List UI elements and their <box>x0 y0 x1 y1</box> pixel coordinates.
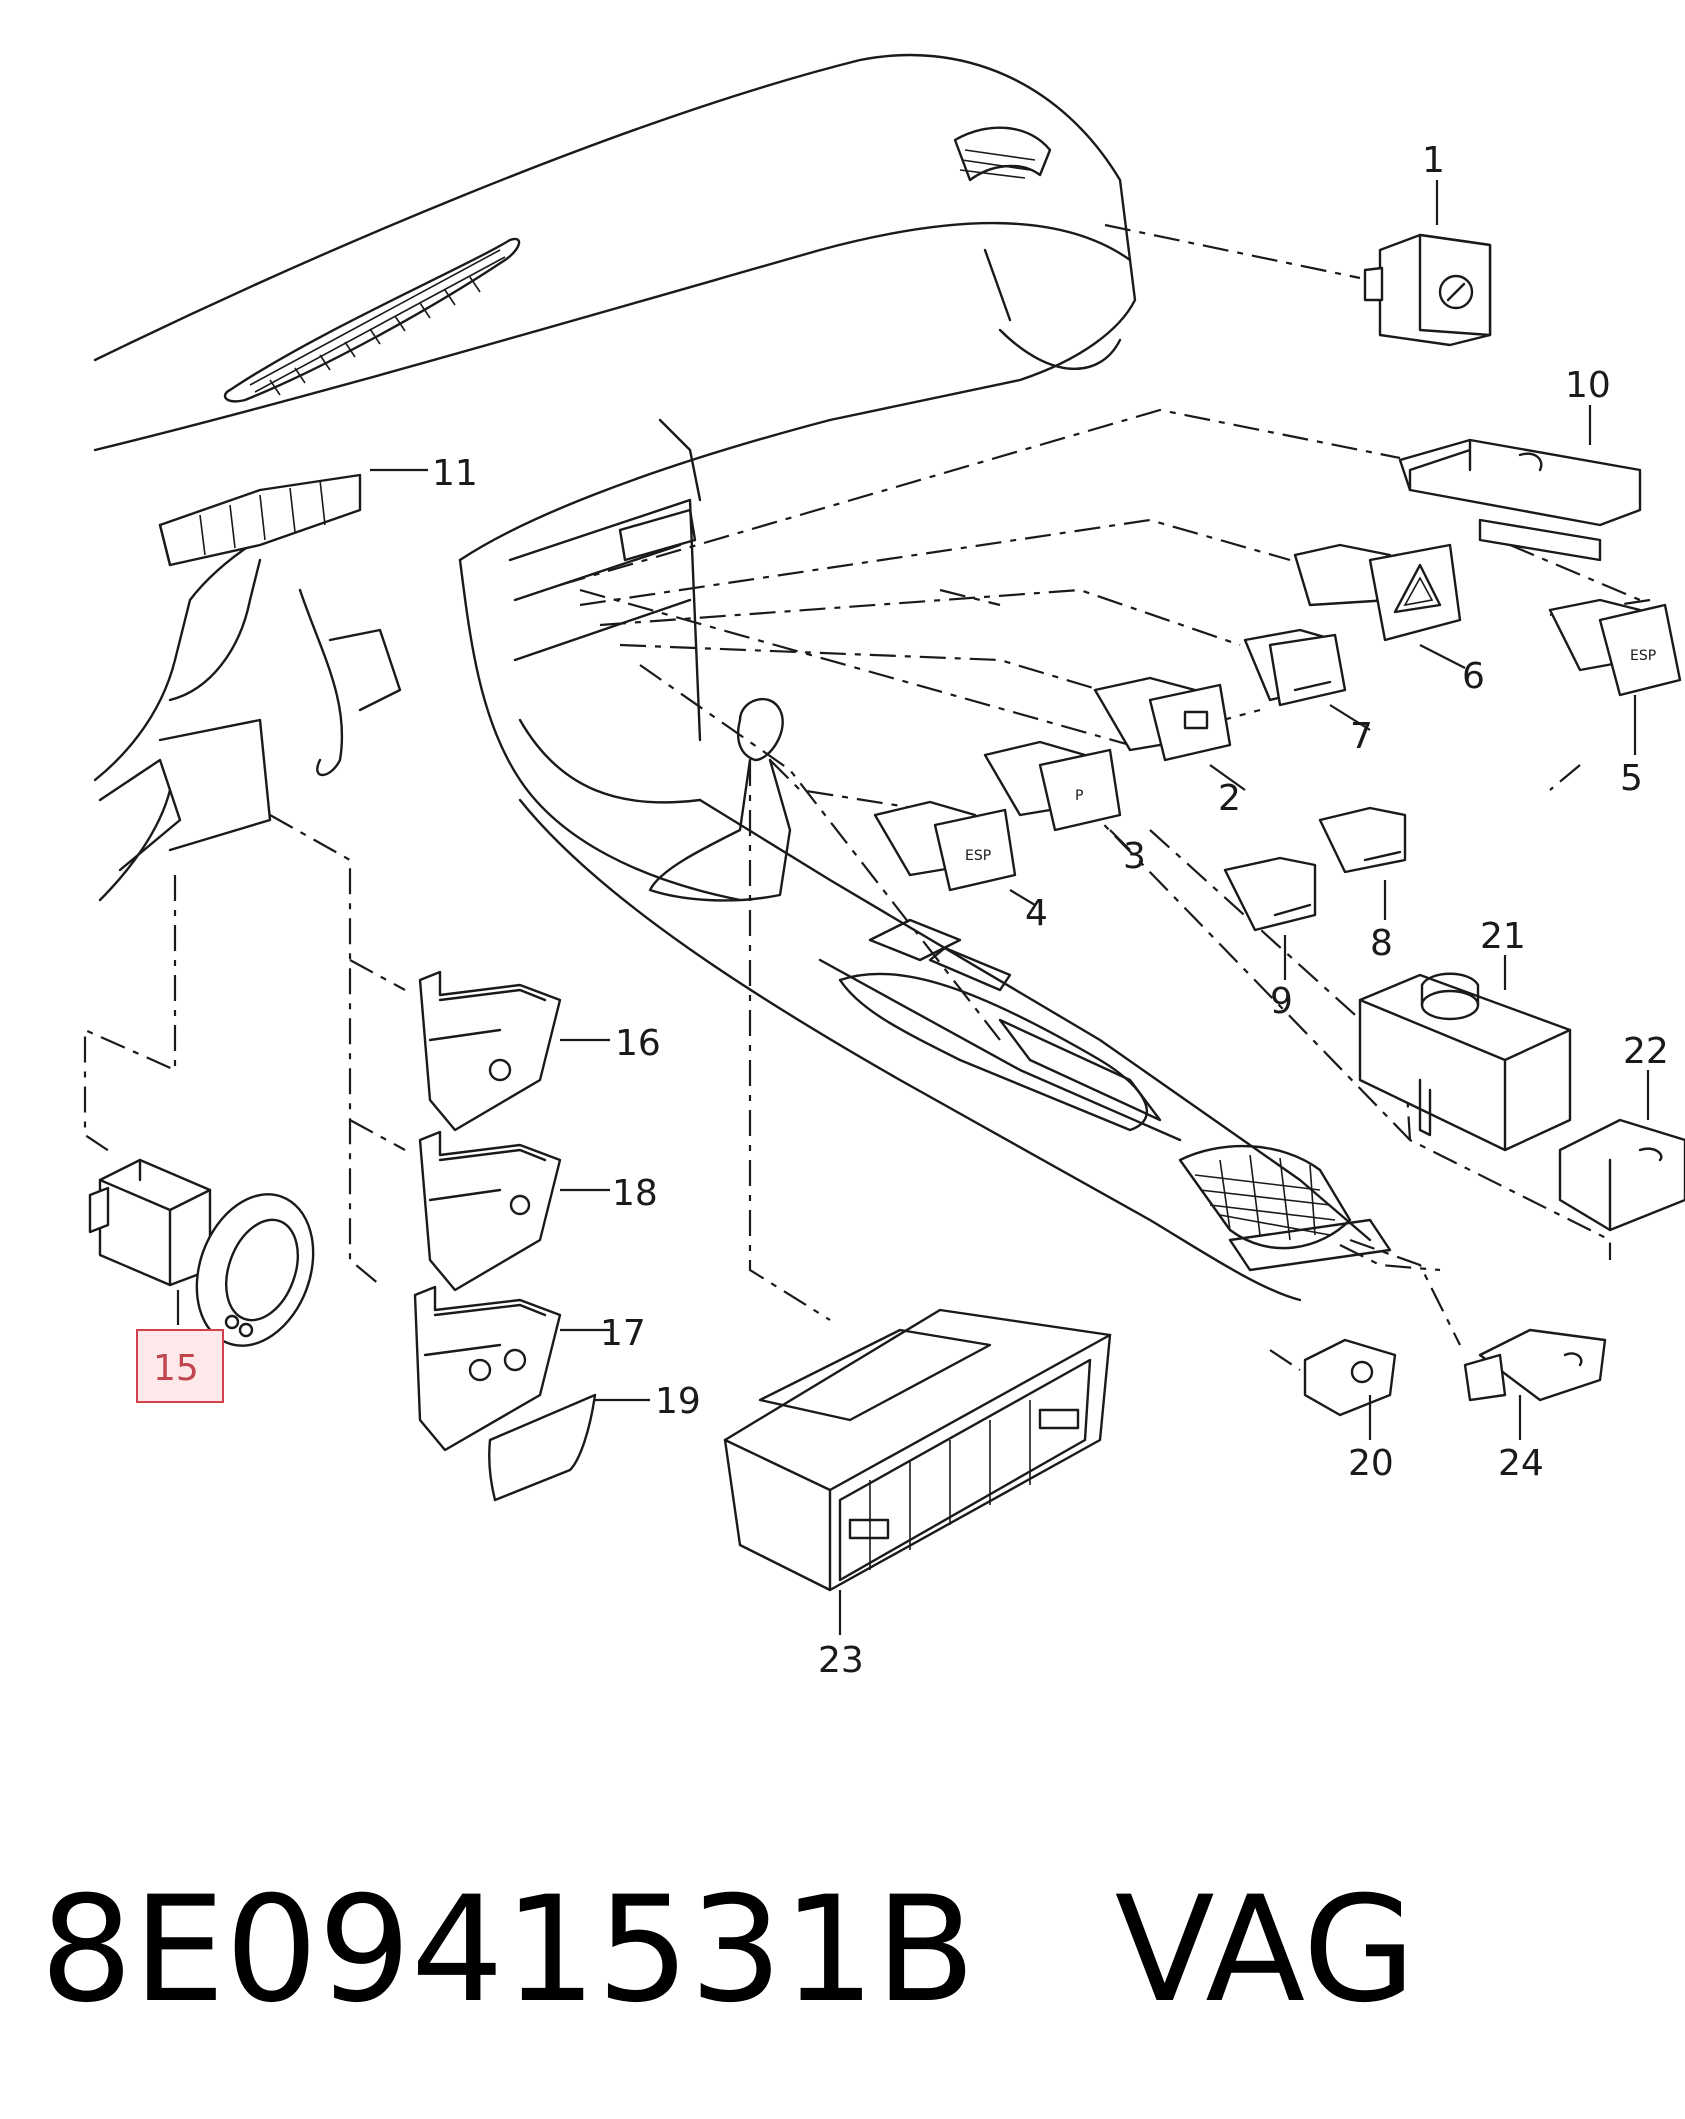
part-5-esp-switch: ESP <box>1548 598 1682 697</box>
part-23-climate-control <box>723 1308 1112 1592</box>
callout-9: 9 <box>1270 981 1293 1022</box>
part-20-switch <box>1303 1338 1397 1417</box>
callout-21: 21 <box>1480 916 1526 957</box>
footer-spacer <box>976 1865 1115 2035</box>
part-1-light-switch <box>1363 233 1492 347</box>
dashboard-outline <box>93 53 1392 1302</box>
part-18-headlight-switch <box>418 1130 562 1292</box>
callout-11: 11 <box>432 453 478 494</box>
esp-label-part-4: ESP <box>965 848 991 864</box>
part-8-blank-switch <box>1318 806 1407 874</box>
callout-23: 23 <box>818 1640 864 1681</box>
callout-5: 5 <box>1620 758 1643 799</box>
part-17-headlight-switch <box>413 1285 562 1452</box>
part-22-switch <box>1558 1118 1685 1232</box>
highlight-box-15 <box>136 1329 224 1403</box>
part-number: 8E0941531B <box>40 1865 976 2035</box>
callout-1: 1 <box>1422 140 1445 181</box>
callout-24: 24 <box>1498 1443 1544 1484</box>
park-label-part-3: P <box>1075 788 1083 804</box>
callout-18: 18 <box>612 1173 658 1214</box>
callout-6: 6 <box>1462 656 1485 697</box>
part-7-blank-switch <box>1243 628 1347 707</box>
part-24-switch <box>1463 1328 1607 1402</box>
part-11-vent-bracket <box>158 473 362 567</box>
part-10-switch-bar <box>1398 438 1642 562</box>
callout-2: 2 <box>1218 778 1241 819</box>
callout-19: 19 <box>655 1381 701 1422</box>
part-3-park-switch: P <box>983 740 1122 832</box>
esp-label-part-5: ESP <box>1630 648 1656 664</box>
callout-8: 8 <box>1370 923 1393 964</box>
callout-leaders <box>176 180 1650 1635</box>
exploded-parts-diagram: ESP P ESP <box>83 53 1685 1681</box>
callout-22: 22 <box>1623 1031 1669 1072</box>
callout-20: 20 <box>1348 1443 1394 1484</box>
callout-7: 7 <box>1350 716 1373 757</box>
callout-numbers: 1 2 3 4 5 6 7 8 9 10 11 15 16 17 18 19 2… <box>153 140 1669 1681</box>
callout-17: 17 <box>600 1313 646 1354</box>
part-4-esp-switch: ESP <box>873 800 1017 892</box>
callout-10: 10 <box>1565 365 1611 406</box>
callout-15: 15 <box>153 1348 199 1389</box>
part-number-footer: 8E0941531B VAG <box>40 1860 1640 2040</box>
brand-name: VAG <box>1114 1865 1416 2035</box>
part-2-switch <box>1093 676 1232 762</box>
part-9-blank-switch <box>1223 856 1317 932</box>
callout-3: 3 <box>1123 836 1146 877</box>
connector-lines <box>83 223 1651 1371</box>
part-19-cover-plate <box>488 1393 597 1502</box>
part-6-hazard-switch <box>1293 543 1462 642</box>
callout-16: 16 <box>615 1023 661 1064</box>
callout-4: 4 <box>1025 893 1048 934</box>
part-21-control-unit <box>1358 972 1572 1152</box>
part-16-headlight-switch <box>418 970 562 1132</box>
part-15-ignition-housing <box>88 1158 315 1347</box>
